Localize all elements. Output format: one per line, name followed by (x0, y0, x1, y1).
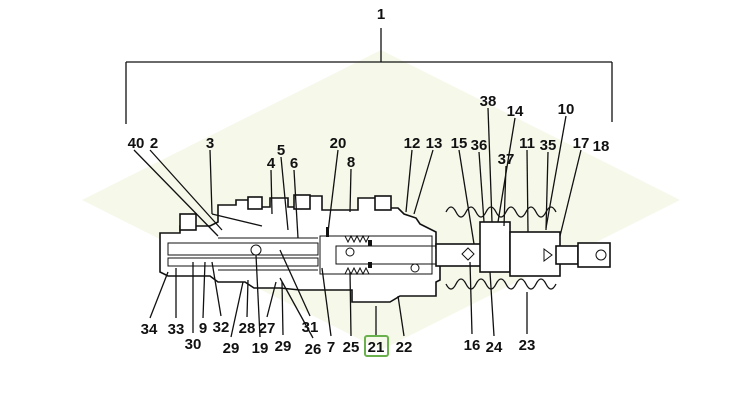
callout-34: 34 (141, 321, 158, 338)
callout-3: 3 (206, 135, 214, 152)
callout-10: 10 (558, 101, 575, 118)
callout-32: 32 (213, 319, 230, 336)
bellows-boot (445, 206, 557, 290)
callout-16: 16 (464, 337, 481, 354)
callout-4: 4 (267, 155, 276, 172)
callout-18: 18 (593, 138, 610, 155)
callout-29: 29 (223, 340, 240, 357)
valve-body (159, 194, 441, 303)
callout-38: 38 (480, 93, 497, 110)
callout-25: 25 (343, 339, 360, 356)
push-rod-assembly (435, 221, 611, 277)
callout-5: 5 (277, 142, 285, 159)
callout-29: 29 (275, 338, 292, 355)
callout-11: 11 (519, 135, 535, 152)
callout-2: 2 (150, 135, 158, 152)
callout-7: 7 (327, 339, 335, 356)
leader-lines (133, 107, 582, 339)
callout-23: 23 (519, 337, 536, 354)
callout-14: 14 (507, 103, 524, 120)
callout-22: 22 (396, 339, 413, 356)
callout-21-highlighted[interactable]: 21 (368, 339, 385, 356)
callout-35: 35 (540, 137, 557, 154)
callout-31: 31 (302, 319, 319, 336)
callout-26: 26 (305, 341, 322, 358)
callout-12: 12 (404, 135, 421, 152)
callout-8: 8 (347, 154, 355, 171)
callout-19: 19 (252, 340, 269, 357)
callout-40: 40 (128, 135, 145, 152)
callout-15: 15 (451, 135, 468, 152)
callout-37: 37 (498, 151, 515, 168)
callout-20: 20 (330, 135, 347, 152)
callout-27: 27 (259, 320, 276, 337)
internal-spring (344, 234, 370, 276)
callout-33: 33 (168, 321, 185, 338)
callout-13: 13 (426, 135, 443, 152)
callout-1: 1 (377, 6, 385, 23)
assembly-bracket (125, 28, 613, 124)
callout-30: 30 (185, 336, 202, 353)
callout-6: 6 (290, 155, 298, 172)
callout-28: 28 (239, 320, 256, 337)
highlight-box (364, 335, 389, 357)
callout-24: 24 (486, 339, 503, 356)
callout-9: 9 (199, 320, 207, 337)
callout-36: 36 (471, 137, 488, 154)
callout-labels: 1 40 2 3 20 12 13 15 36 11 35 17 18 5 4 … (128, 6, 610, 358)
callout-17: 17 (573, 135, 590, 152)
